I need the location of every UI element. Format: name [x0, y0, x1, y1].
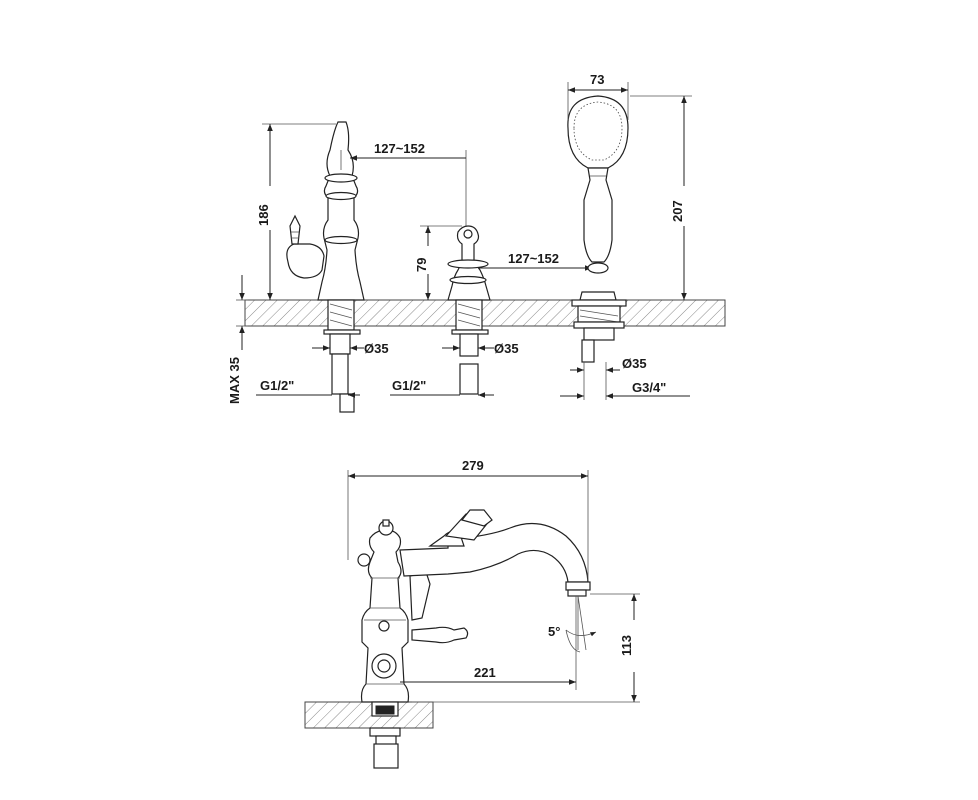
deck-slab-bottom — [304, 701, 434, 729]
spout-height-label: 186 — [256, 204, 271, 226]
diverter-valve: 79 127~152 Ø35 G1/2" — [390, 225, 592, 398]
shower-height-label: 207 — [670, 200, 685, 222]
top-view: MAX 35 186 — [227, 72, 726, 413]
deck-thickness-dimension: MAX 35 — [227, 275, 248, 404]
hole-1-label: Ø35 — [364, 341, 389, 356]
side-view: 279 221 113 5° — [304, 458, 640, 769]
angle-label: 5° — [548, 624, 560, 639]
thread-3-label: G3/4" — [632, 380, 666, 395]
outlet-height-label: 113 — [619, 635, 634, 656]
deck-slab-top — [244, 299, 726, 327]
valve-height-label: 79 — [414, 258, 429, 272]
spout-assembly: 186 127~152 Ø35 G1/2" — [256, 121, 467, 413]
thread-1-label: G1/2" — [260, 378, 294, 393]
spacing-2-label: 127~152 — [508, 251, 559, 266]
spacing-1-label: 127~152 — [374, 141, 425, 156]
total-reach-label: 279 — [462, 458, 484, 473]
hand-shower: 73 207 Ø35 G3/4" — [560, 72, 692, 400]
max-deck-label: MAX 35 — [227, 357, 242, 404]
hole-2-label: Ø35 — [494, 341, 519, 356]
thread-2-label: G1/2" — [392, 378, 426, 393]
hole-3-label: Ø35 — [622, 356, 647, 371]
spout-reach-label: 221 — [474, 665, 496, 680]
head-width-label: 73 — [590, 72, 604, 87]
